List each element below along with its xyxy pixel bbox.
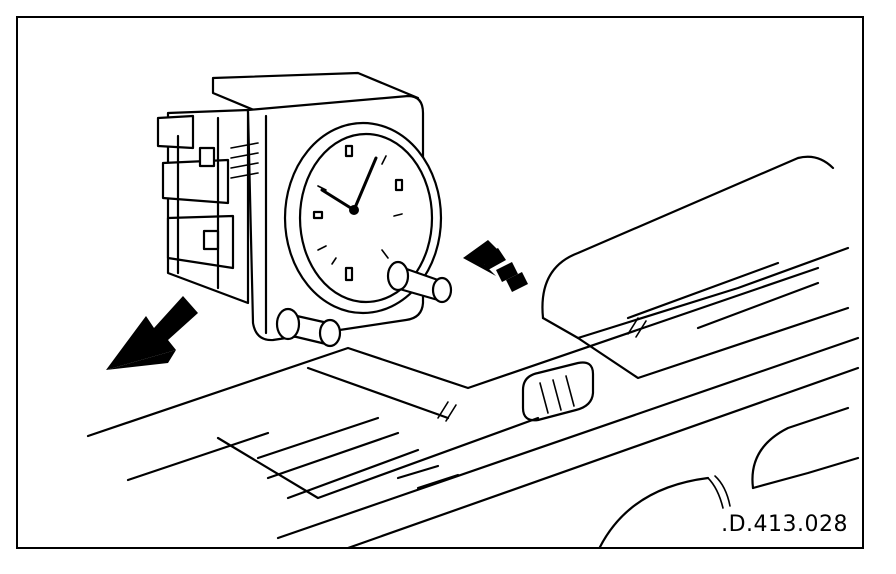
adjustment-knob-left: [275, 307, 342, 348]
dashboard-console: [86, 155, 860, 547]
figure-reference-label: .D.413.028: [721, 512, 848, 537]
clock-unit: [156, 71, 453, 348]
diagram-frame: .D.413.028: [16, 16, 864, 549]
clock-hour-markers: [312, 144, 404, 282]
direction-arrow-right: [463, 240, 528, 292]
adjustment-knob-right: [386, 260, 453, 304]
clock-installation-illustration: [86, 71, 860, 547]
insertion-arrow-left: [106, 296, 198, 370]
clock-hands: [320, 156, 378, 215]
